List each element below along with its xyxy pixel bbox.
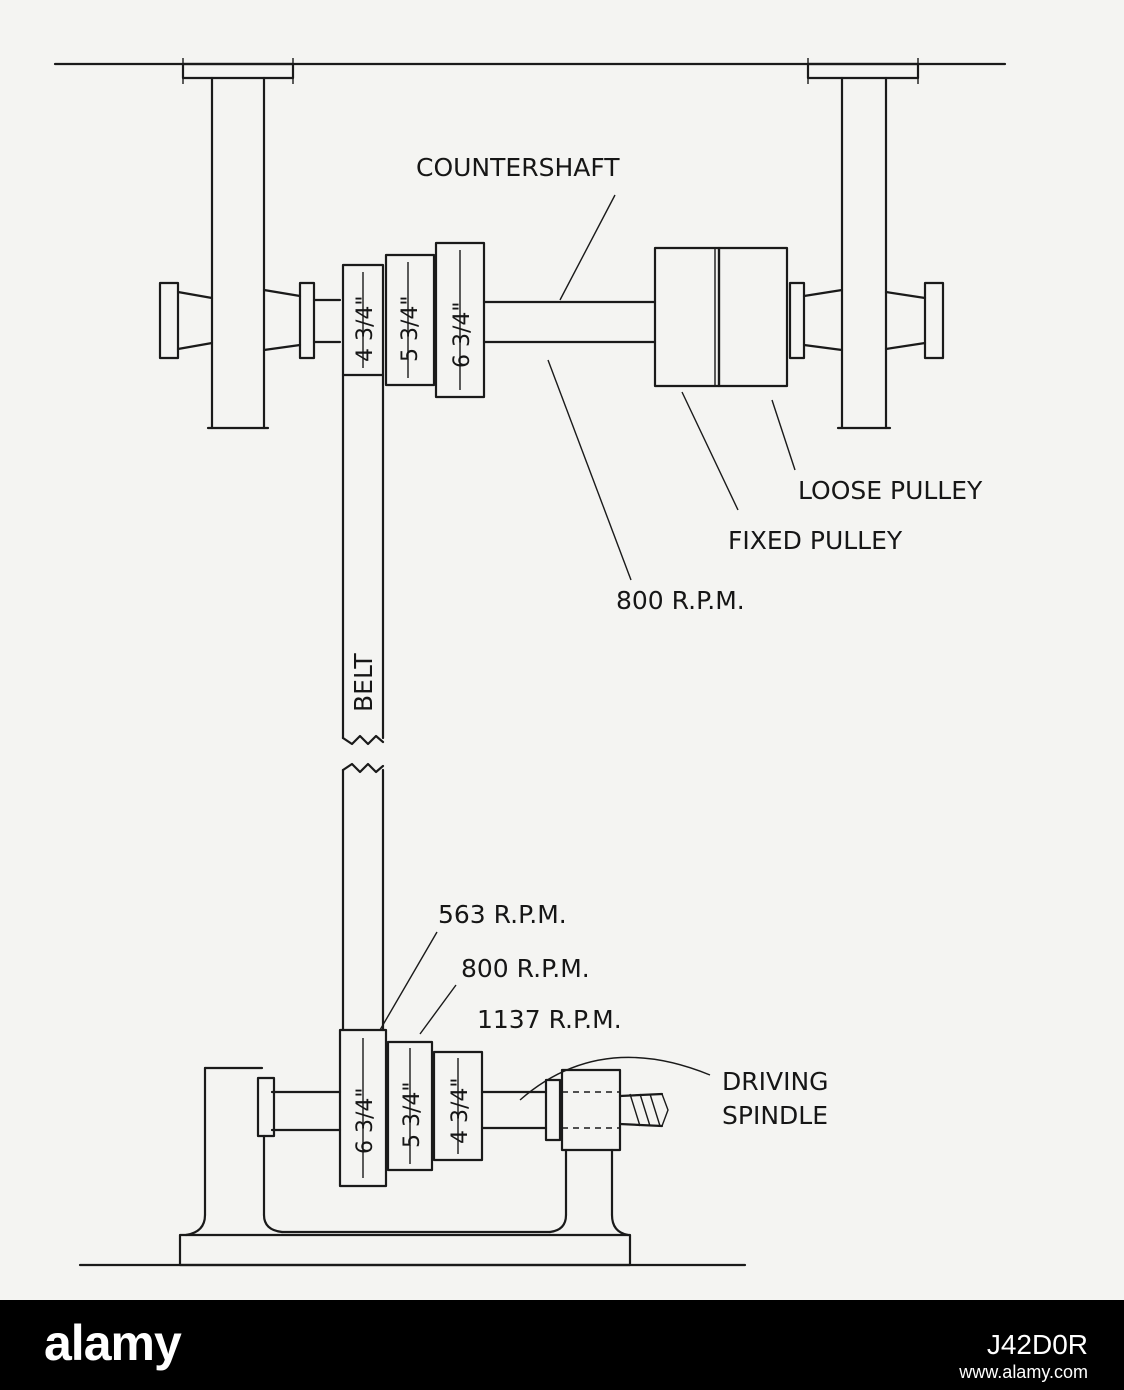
banner-url: www.alamy.com bbox=[959, 1362, 1088, 1382]
fixed-pulley-label: FIXED PULLEY bbox=[728, 526, 903, 555]
lower-bearing-stand bbox=[78, 1066, 747, 1267]
leader-lines bbox=[379, 194, 796, 1101]
upper-dim-large: 6 3/4" bbox=[450, 301, 475, 368]
brand-logo: alamy bbox=[44, 1315, 182, 1371]
spindle-label: SPINDLE bbox=[722, 1101, 828, 1130]
lower-dim-mid: 5 3/4" bbox=[400, 1081, 425, 1148]
left-hanger bbox=[158, 58, 316, 430]
loose-pulley-label: LOOSE PULLEY bbox=[798, 476, 983, 505]
lower-cone-pulley bbox=[338, 1028, 484, 1188]
lower-dim-large: 6 3/4" bbox=[353, 1087, 378, 1154]
upper-cone-pulley bbox=[341, 241, 486, 399]
fixed-loose-pulleys bbox=[653, 246, 789, 388]
loose-pulley bbox=[717, 246, 789, 388]
image-id: J42D0R bbox=[986, 1329, 1088, 1360]
belt-label: BELT bbox=[349, 653, 378, 712]
rpm-1137-label: 1137 R.P.M. bbox=[477, 1005, 622, 1034]
upper-dim-mid: 5 3/4" bbox=[398, 295, 423, 362]
dimension-arrows bbox=[362, 250, 461, 1178]
belt bbox=[341, 373, 385, 1032]
upper-dim-small: 4 3/4" bbox=[353, 295, 378, 362]
driving-label: DRIVING bbox=[722, 1067, 829, 1096]
countershaft-shaft bbox=[312, 298, 657, 344]
lower-dim-small: 4 3/4" bbox=[448, 1077, 473, 1144]
rpm-800-label: 800 R.P.M. bbox=[461, 954, 590, 983]
rpm-563-label: 563 R.P.M. bbox=[438, 900, 567, 929]
right-hanger bbox=[788, 58, 945, 430]
countershaft-diagram: COUNTERSHAFT LOOSE PULLEY FIXED PULLEY 8… bbox=[0, 0, 1124, 1300]
fixed-pulley bbox=[653, 246, 721, 388]
driving-spindle bbox=[270, 1068, 669, 1152]
countershaft-label: COUNTERSHAFT bbox=[416, 153, 620, 182]
watermark-banner: alamy J42D0R www.alamy.com bbox=[0, 1300, 1124, 1390]
countershaft-rpm-label: 800 R.P.M. bbox=[616, 586, 745, 615]
